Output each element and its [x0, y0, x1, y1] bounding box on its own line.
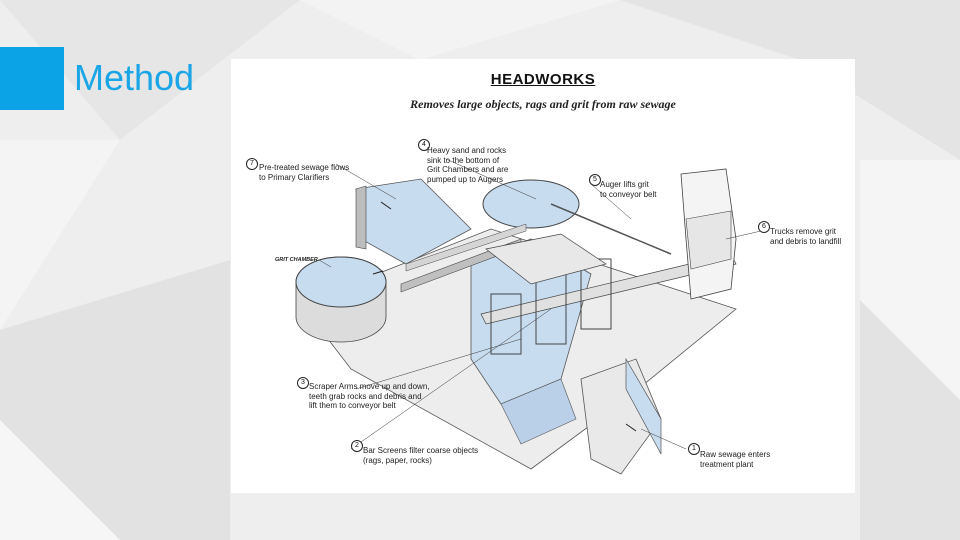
callout-3: Scraper Arms move up and down, teeth gra… [309, 382, 430, 411]
grit-chamber-label: GRIT CHAMBER [275, 257, 318, 263]
diagram-title: HEADWORKS [231, 71, 855, 88]
title-accent-bar [0, 47, 64, 110]
callout-number-7: 7 [246, 158, 258, 170]
diagram-subtitle: Removes large objects, rags and grit fro… [231, 97, 855, 112]
callout-number-1: 1 [688, 443, 700, 455]
callout-number-6: 6 [758, 221, 770, 233]
callout-1: Raw sewage enters treatment plant [700, 450, 770, 469]
callout-number-3: 3 [297, 377, 309, 389]
headworks-figure: HEADWORKS Removes large objects, rags an… [231, 59, 855, 493]
callout-text-5: Auger lifts grit to conveyor belt [600, 180, 656, 199]
slide-title: Method [74, 56, 194, 100]
callout-text-4: Heavy sand and rocks sink to the bottom … [427, 146, 508, 184]
headworks-illustration [231, 59, 855, 493]
callout-number-2: 2 [351, 440, 363, 452]
callout-6: Trucks remove grit and debris to landfil… [770, 227, 841, 246]
callout-text-2: Bar Screens filter coarse objects (rags,… [363, 446, 478, 465]
callout-2: Bar Screens filter coarse objects (rags,… [363, 446, 478, 465]
callout-text-3: Scraper Arms move up and down, teeth gra… [309, 382, 430, 411]
callout-7: Pre-treated sewage flows to Primary Clar… [259, 163, 349, 182]
callout-4: Heavy sand and rocks sink to the bottom … [427, 146, 508, 184]
callout-5: Auger lifts grit to conveyor belt [600, 180, 656, 199]
callout-text-7: Pre-treated sewage flows to Primary Clar… [259, 163, 349, 182]
callout-text-1: Raw sewage enters treatment plant [700, 450, 770, 469]
callout-text-6: Trucks remove grit and debris to landfil… [770, 227, 841, 246]
